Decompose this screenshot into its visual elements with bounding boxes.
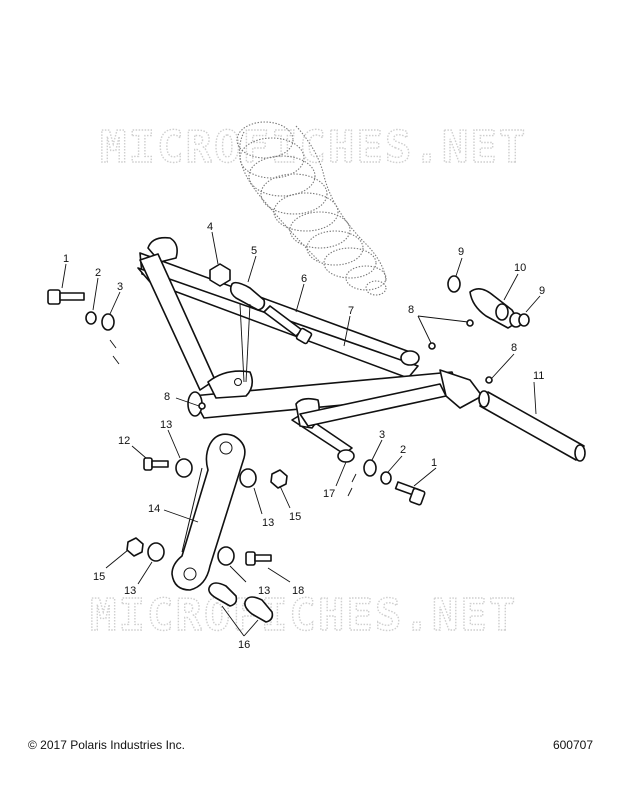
figure-number: 600707 bbox=[552, 738, 593, 752]
callout-labels: 1 2 3 4 5 6 7 8 9 10 9 8 11 8 12 13 3 2 … bbox=[63, 221, 545, 651]
callout-13b: 13 bbox=[262, 517, 274, 529]
grease-fitting-c bbox=[485, 376, 493, 384]
watermark-top: MICROFICHES.NET bbox=[100, 122, 527, 173]
spacer-right bbox=[363, 459, 377, 477]
callout-9b: 9 bbox=[539, 285, 545, 297]
washer-right bbox=[380, 471, 392, 485]
washer-left bbox=[85, 311, 97, 325]
callout-2a: 2 bbox=[95, 267, 101, 279]
callout-3a: 3 bbox=[117, 281, 123, 293]
callout-13d: 13 bbox=[258, 585, 270, 597]
callout-10: 10 bbox=[514, 262, 526, 274]
callout-13c: 13 bbox=[124, 585, 136, 597]
grease-fitting-b bbox=[466, 319, 474, 327]
nut-link-b bbox=[126, 537, 144, 557]
copyright-text: © 2017 Polaris Industries Inc. bbox=[28, 738, 185, 752]
a-arm-frame bbox=[137, 236, 483, 463]
callout-8b: 8 bbox=[511, 342, 517, 354]
bushing bbox=[229, 281, 266, 311]
callout-14: 14 bbox=[148, 503, 160, 515]
leader-lines bbox=[61, 231, 541, 637]
bolt-top bbox=[263, 305, 313, 345]
cross-tube bbox=[478, 390, 586, 462]
grease-fitting-d bbox=[198, 402, 206, 410]
callout-17: 17 bbox=[323, 488, 335, 500]
callout-15b: 15 bbox=[93, 571, 105, 583]
washer-link-c bbox=[147, 542, 165, 562]
callout-1a: 1 bbox=[63, 253, 69, 265]
bushing-lower-a bbox=[208, 582, 238, 607]
callout-8c: 8 bbox=[164, 391, 170, 403]
link-arm bbox=[171, 433, 246, 591]
bolt-right bbox=[394, 481, 426, 506]
grease-fitting-a bbox=[428, 342, 436, 350]
callout-6: 6 bbox=[301, 273, 307, 285]
bushing-lower-b bbox=[244, 596, 274, 623]
nut-top bbox=[209, 263, 231, 287]
bracket-right bbox=[447, 275, 530, 329]
bolt-link-lower bbox=[245, 551, 272, 566]
callout-12: 12 bbox=[118, 435, 130, 447]
callout-1b: 1 bbox=[431, 457, 437, 469]
callout-4: 4 bbox=[207, 221, 213, 233]
callout-2b: 2 bbox=[400, 444, 406, 456]
washer-link-a bbox=[175, 458, 193, 478]
bolt-left bbox=[47, 289, 85, 305]
spacer-left bbox=[101, 313, 115, 331]
callout-11: 11 bbox=[533, 370, 544, 382]
washer-link-b bbox=[239, 468, 257, 488]
nut-link-a bbox=[270, 469, 288, 489]
watermark-bottom: MICROFICHES.NET bbox=[90, 590, 517, 641]
callout-16: 16 bbox=[238, 639, 250, 651]
callout-3b: 3 bbox=[379, 429, 385, 441]
callout-13a: 13 bbox=[160, 419, 172, 431]
callout-8a: 8 bbox=[408, 304, 414, 316]
callout-9a: 9 bbox=[458, 246, 464, 258]
bolt-link bbox=[143, 457, 169, 471]
callout-15a: 15 bbox=[289, 511, 301, 523]
shock-spring-phantom bbox=[236, 121, 387, 296]
callout-18: 18 bbox=[292, 585, 304, 597]
callout-7: 7 bbox=[348, 305, 354, 317]
callout-5: 5 bbox=[251, 245, 257, 257]
washer-link-d bbox=[217, 546, 235, 566]
